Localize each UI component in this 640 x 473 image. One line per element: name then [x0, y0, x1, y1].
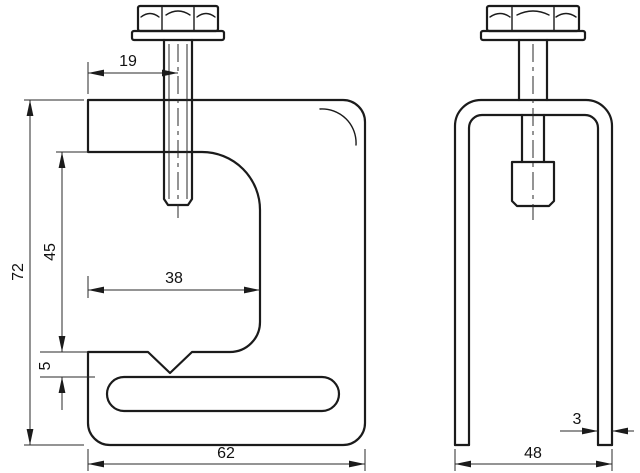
side-bolt-washer	[479, 29, 587, 42]
side-bolt	[479, 4, 587, 220]
front-dim-lip-thickness: 5	[37, 361, 95, 410]
extension-line	[24, 99, 84, 446]
front-bolt-hex-head	[136, 4, 220, 33]
side-dim-overall-width: 48	[454, 445, 613, 471]
front-bolt-hex-facet-lines	[161, 5, 195, 32]
dim-62-label: 62	[217, 445, 235, 462]
side-view: 3 48	[453, 4, 634, 471]
side-bolt-shaft-inner	[520, 113, 546, 164]
front-dim-jaw-depth: 38	[87, 270, 260, 298]
front-dim-overall-height: 72	[10, 99, 84, 446]
dim-48-label: 48	[524, 445, 542, 462]
side-dim-material-thickness: 3	[560, 411, 634, 435]
front-bolt-head-chamfer-arcs	[140, 10, 216, 18]
dim-72-label: 72	[10, 263, 27, 281]
dim-38-label: 38	[165, 270, 183, 287]
side-bolt-shaft-upper	[517, 38, 549, 102]
front-dim-bolt-offset: 19	[87, 53, 178, 94]
dim-5-label: 5	[37, 361, 54, 370]
dim-45-label: 45	[42, 243, 59, 261]
front-dim-overall-width: 62	[87, 445, 366, 471]
front-inner-bend-arc	[319, 108, 357, 146]
side-bolt-hex-facet-lines	[511, 5, 555, 32]
front-view: 19 72 45 5	[10, 4, 367, 471]
side-bolt-hex-head	[485, 4, 581, 33]
front-lower-arm-slot	[105, 375, 341, 413]
side-bolt-head-chamfer-arcs	[489, 10, 577, 18]
front-clamp-body-outline	[86, 98, 367, 447]
front-bolt	[130, 4, 226, 218]
front-dim-jaw-height: 45	[40, 151, 88, 353]
dim-19-label: 19	[119, 53, 137, 70]
front-bolt-washer	[130, 29, 226, 42]
dim-3-label: 3	[573, 411, 582, 428]
